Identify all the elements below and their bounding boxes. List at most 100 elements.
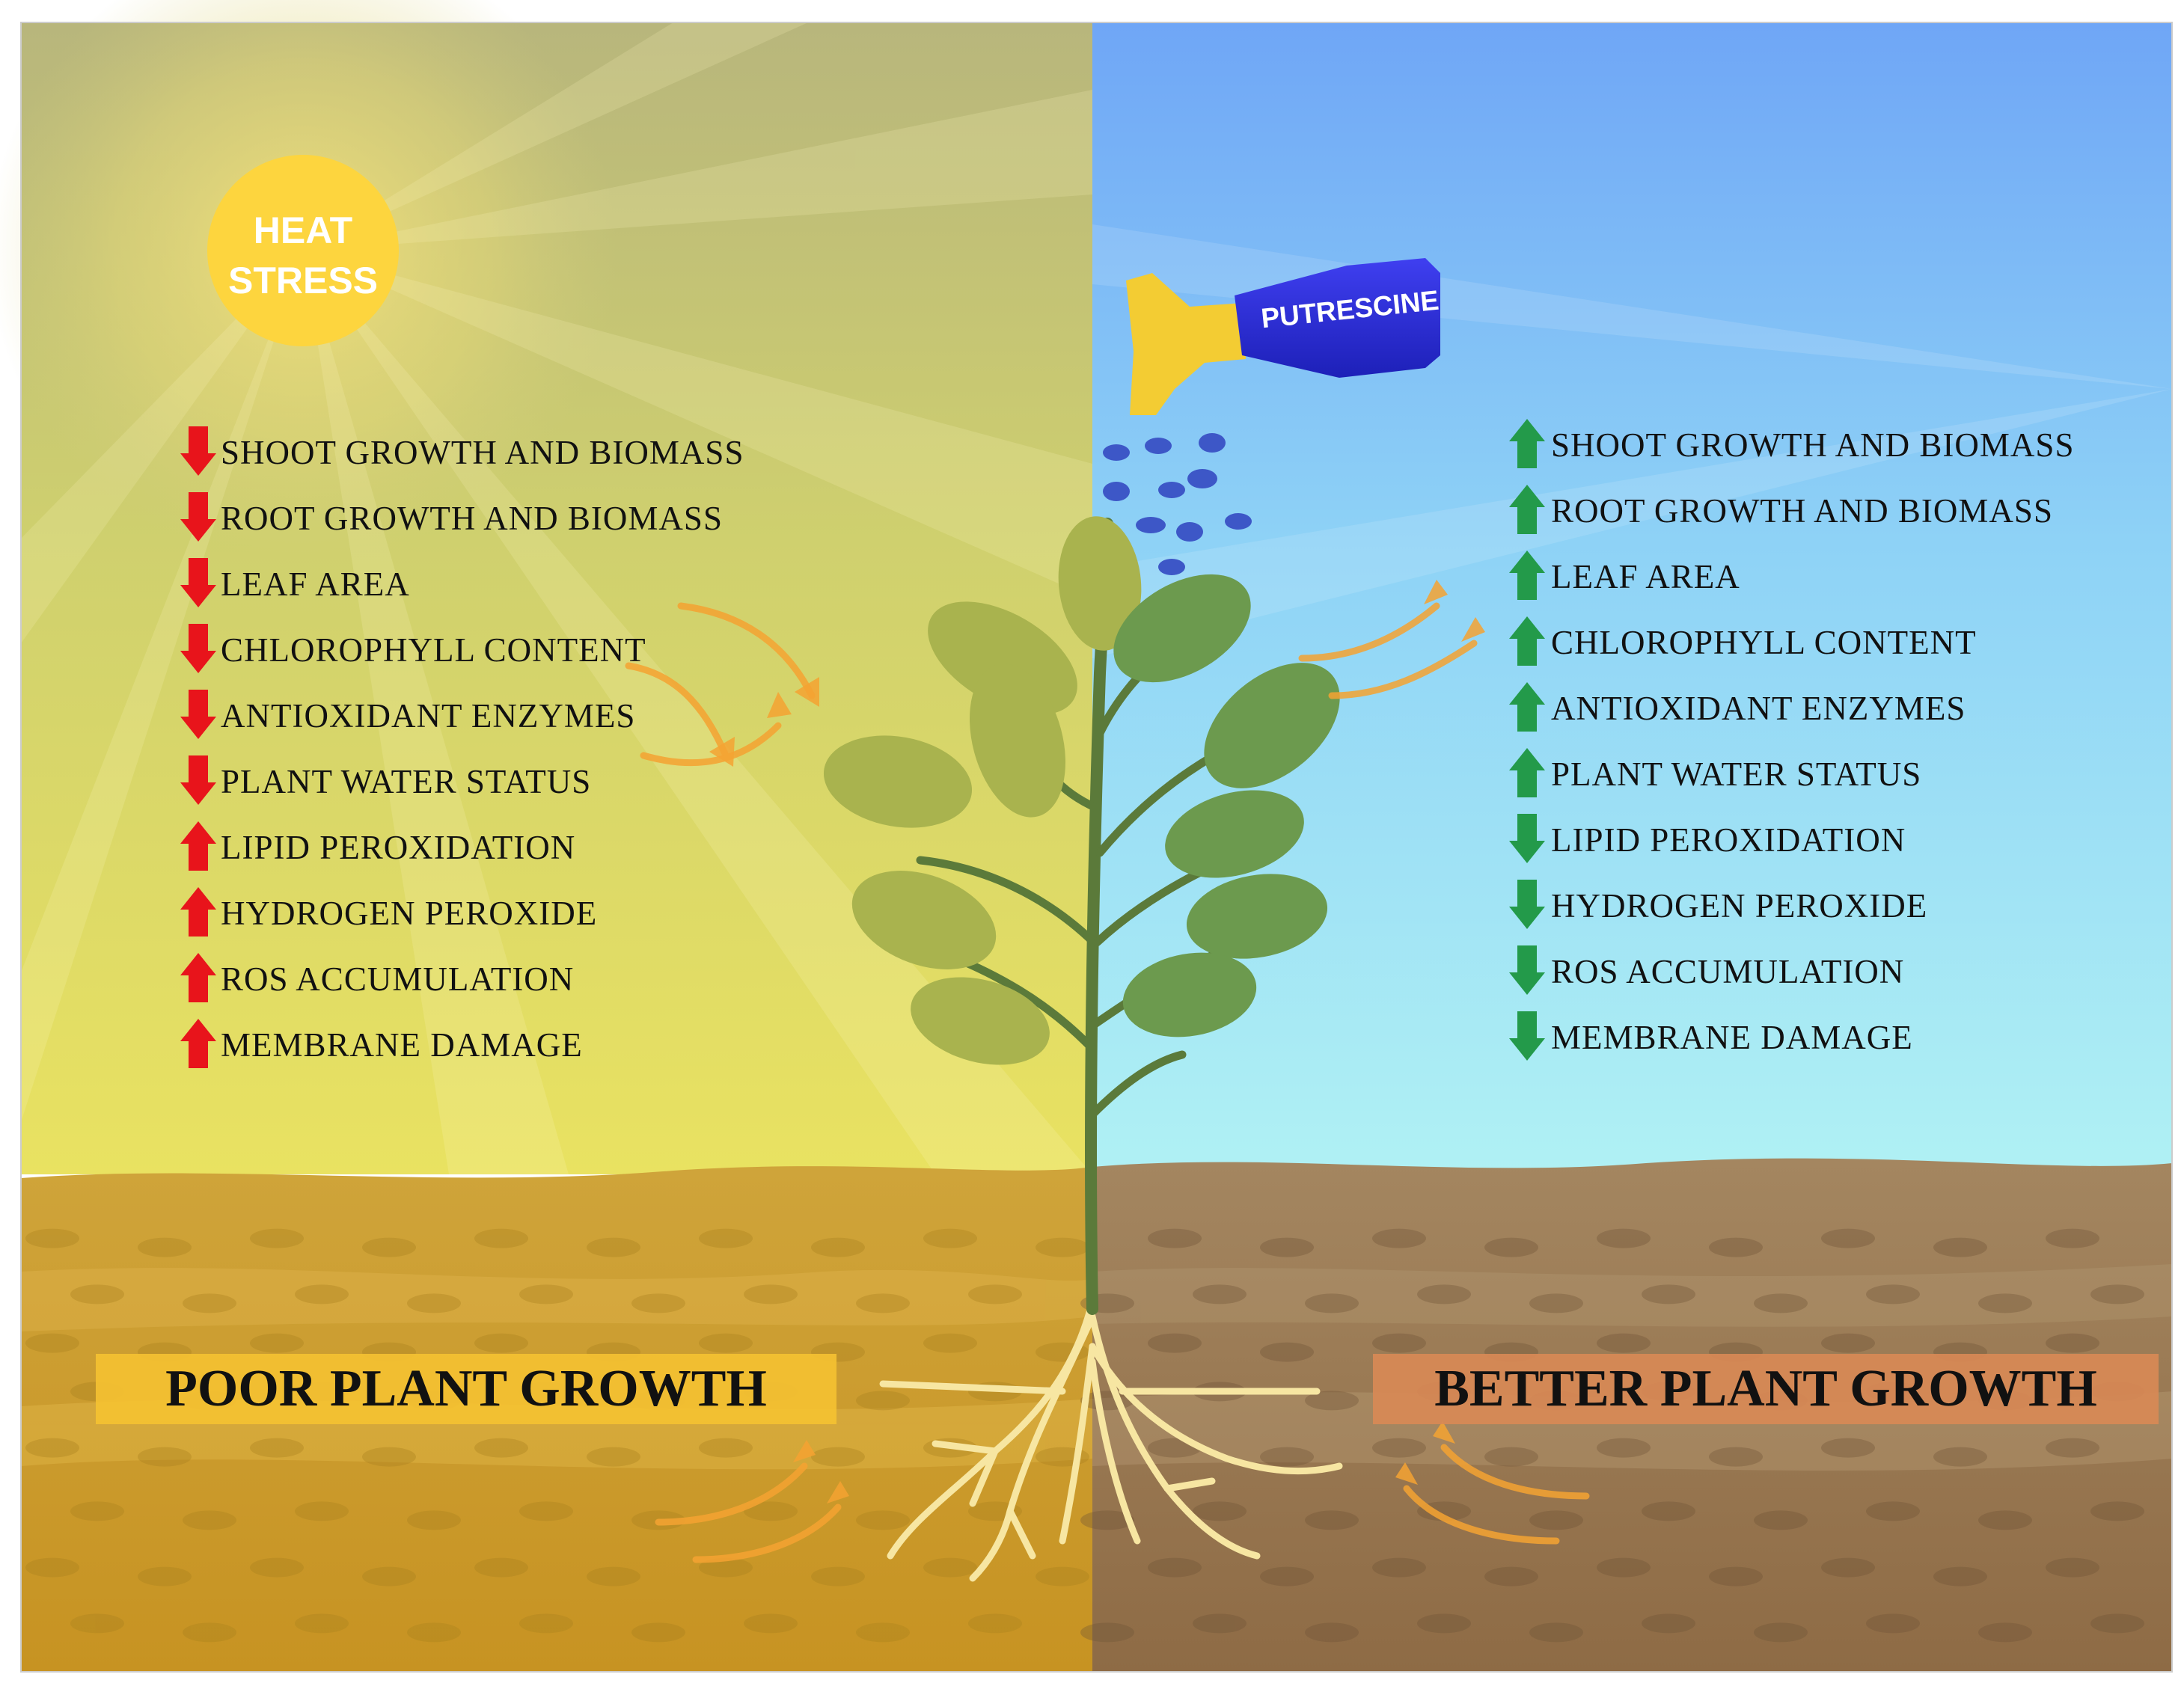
right-item-label: LEAF AREA — [1551, 558, 1740, 595]
soil-pebble — [811, 1447, 865, 1467]
soil-pebble — [1597, 1228, 1651, 1248]
soil-pebble — [407, 1293, 461, 1313]
soil-pebble — [25, 1557, 79, 1578]
soil-pebble — [1305, 1622, 1359, 1643]
right-item-down-arrow-icon — [1509, 1011, 1545, 1061]
soil-pebble — [1529, 1510, 1583, 1530]
left-item-up-arrow-icon — [180, 821, 216, 871]
soil-pebble — [362, 1566, 416, 1587]
soil-pebble — [25, 1438, 79, 1458]
right-item-up-arrow-icon — [1509, 485, 1545, 534]
soil-pebble — [2046, 1333, 2099, 1353]
soil-pebble — [1036, 1237, 1089, 1257]
soil-pebble — [1529, 1293, 1583, 1313]
soil-pebble — [587, 1447, 640, 1467]
right-item-up-arrow-icon — [1509, 419, 1545, 468]
frame — [20, 22, 2173, 1673]
left-item-down-arrow-icon — [180, 690, 216, 739]
soil-pebble — [1193, 1613, 1247, 1634]
soil-pebble — [968, 1284, 1022, 1305]
soil-pebble — [362, 1447, 416, 1467]
soil-pebble — [699, 1557, 753, 1578]
left-item-up-arrow-icon — [180, 1019, 216, 1068]
soil-pebble — [1597, 1333, 1651, 1353]
soil-pebble — [923, 1333, 977, 1353]
soil-pebble — [1080, 1622, 1134, 1643]
soil-pebble — [968, 1613, 1022, 1634]
soil-pebble — [699, 1438, 753, 1458]
soil-pebble — [1978, 1510, 2032, 1530]
soil-pebble — [250, 1557, 304, 1578]
soil-pebble — [1148, 1557, 1202, 1578]
soil-pebble — [1821, 1438, 1875, 1458]
soil-pebble — [1036, 1566, 1089, 1587]
right-item-label: MEMBRANE DAMAGE — [1551, 1019, 1913, 1056]
soil-pebble — [587, 1237, 640, 1257]
soil-pebble — [856, 1293, 910, 1313]
soil-pebble — [1148, 1333, 1202, 1353]
bottle-body — [1235, 258, 1440, 378]
soil-pebble — [811, 1566, 865, 1587]
soil-pebble — [1642, 1284, 1695, 1305]
soil-pebble — [1754, 1622, 1808, 1643]
left-item-label: LEAF AREA — [221, 565, 410, 603]
left-item-down-arrow-icon — [180, 426, 216, 476]
soil-pebble — [1821, 1333, 1875, 1353]
soil-pebble — [70, 1613, 124, 1634]
soil-pebble — [1484, 1566, 1538, 1587]
left-item-label: MEMBRANE DAMAGE — [221, 1026, 583, 1064]
soil-pebble — [407, 1622, 461, 1643]
spray-droplets — [1103, 433, 1252, 575]
right-item-up-arrow-icon — [1509, 551, 1545, 600]
right-item-up-arrow-icon — [1509, 748, 1545, 797]
right-item-label: LIPID PEROXIDATION — [1551, 821, 1906, 859]
right-item-up-arrow-icon — [1509, 682, 1545, 732]
left-item-down-arrow-icon — [180, 558, 216, 607]
soil-pebble — [744, 1284, 798, 1305]
soil-pebble — [474, 1333, 528, 1353]
right-item-label: ROS ACCUMULATION — [1551, 953, 1905, 990]
soil-pebble — [1597, 1557, 1651, 1578]
plant-roots — [879, 1298, 1343, 1582]
left-item-down-arrow-icon — [180, 492, 216, 542]
soil-pebble — [699, 1228, 753, 1248]
soil-pebble — [1866, 1613, 1920, 1634]
soil-pebble — [1193, 1284, 1247, 1305]
soil-pebble — [2046, 1228, 2099, 1248]
right-sky — [1092, 22, 2172, 1174]
soil-pebble — [519, 1501, 573, 1521]
right-item-label: PLANT WATER STATUS — [1551, 755, 1922, 793]
soil-pebble — [1193, 1501, 1247, 1521]
soil-pebble — [70, 1501, 124, 1521]
soil-pebble — [1933, 1566, 1987, 1587]
soil-pebble — [811, 1237, 865, 1257]
soil-pebble — [295, 1613, 349, 1634]
right-item-down-arrow-icon — [1509, 880, 1545, 929]
soil-pebble — [1933, 1237, 1987, 1257]
left-item-label: ROOT GROWTH AND BIOMASS — [221, 500, 723, 537]
soil-pebble — [1417, 1613, 1471, 1634]
soil-pebble — [2090, 1501, 2144, 1521]
soil-pebble — [587, 1566, 640, 1587]
soil-pebble — [1484, 1237, 1538, 1257]
soil-pebble — [631, 1293, 685, 1313]
left-item-down-arrow-icon — [180, 755, 216, 805]
soil-pebble — [138, 1237, 192, 1257]
soil-pebble — [2046, 1438, 2099, 1458]
right-item-label: CHLOROPHYLL CONTENT — [1551, 624, 1977, 661]
soil-pebble — [1709, 1566, 1763, 1587]
soil-pebble — [1933, 1447, 1987, 1467]
soil-pebble — [2090, 1284, 2144, 1305]
plant-leaves — [823, 516, 1340, 1065]
soil-pebble — [25, 1228, 79, 1248]
soil-pebble — [1260, 1447, 1314, 1467]
soil-pebble — [1260, 1342, 1314, 1362]
soil-pebble — [1754, 1293, 1808, 1313]
sun-label-line2: STRESS — [227, 260, 379, 301]
left-item-up-arrow-icon — [180, 953, 216, 1002]
soil-pebble — [519, 1613, 573, 1634]
soil-pebble — [923, 1228, 977, 1248]
soil-pebble — [1148, 1228, 1202, 1248]
soil-pebble — [1821, 1228, 1875, 1248]
